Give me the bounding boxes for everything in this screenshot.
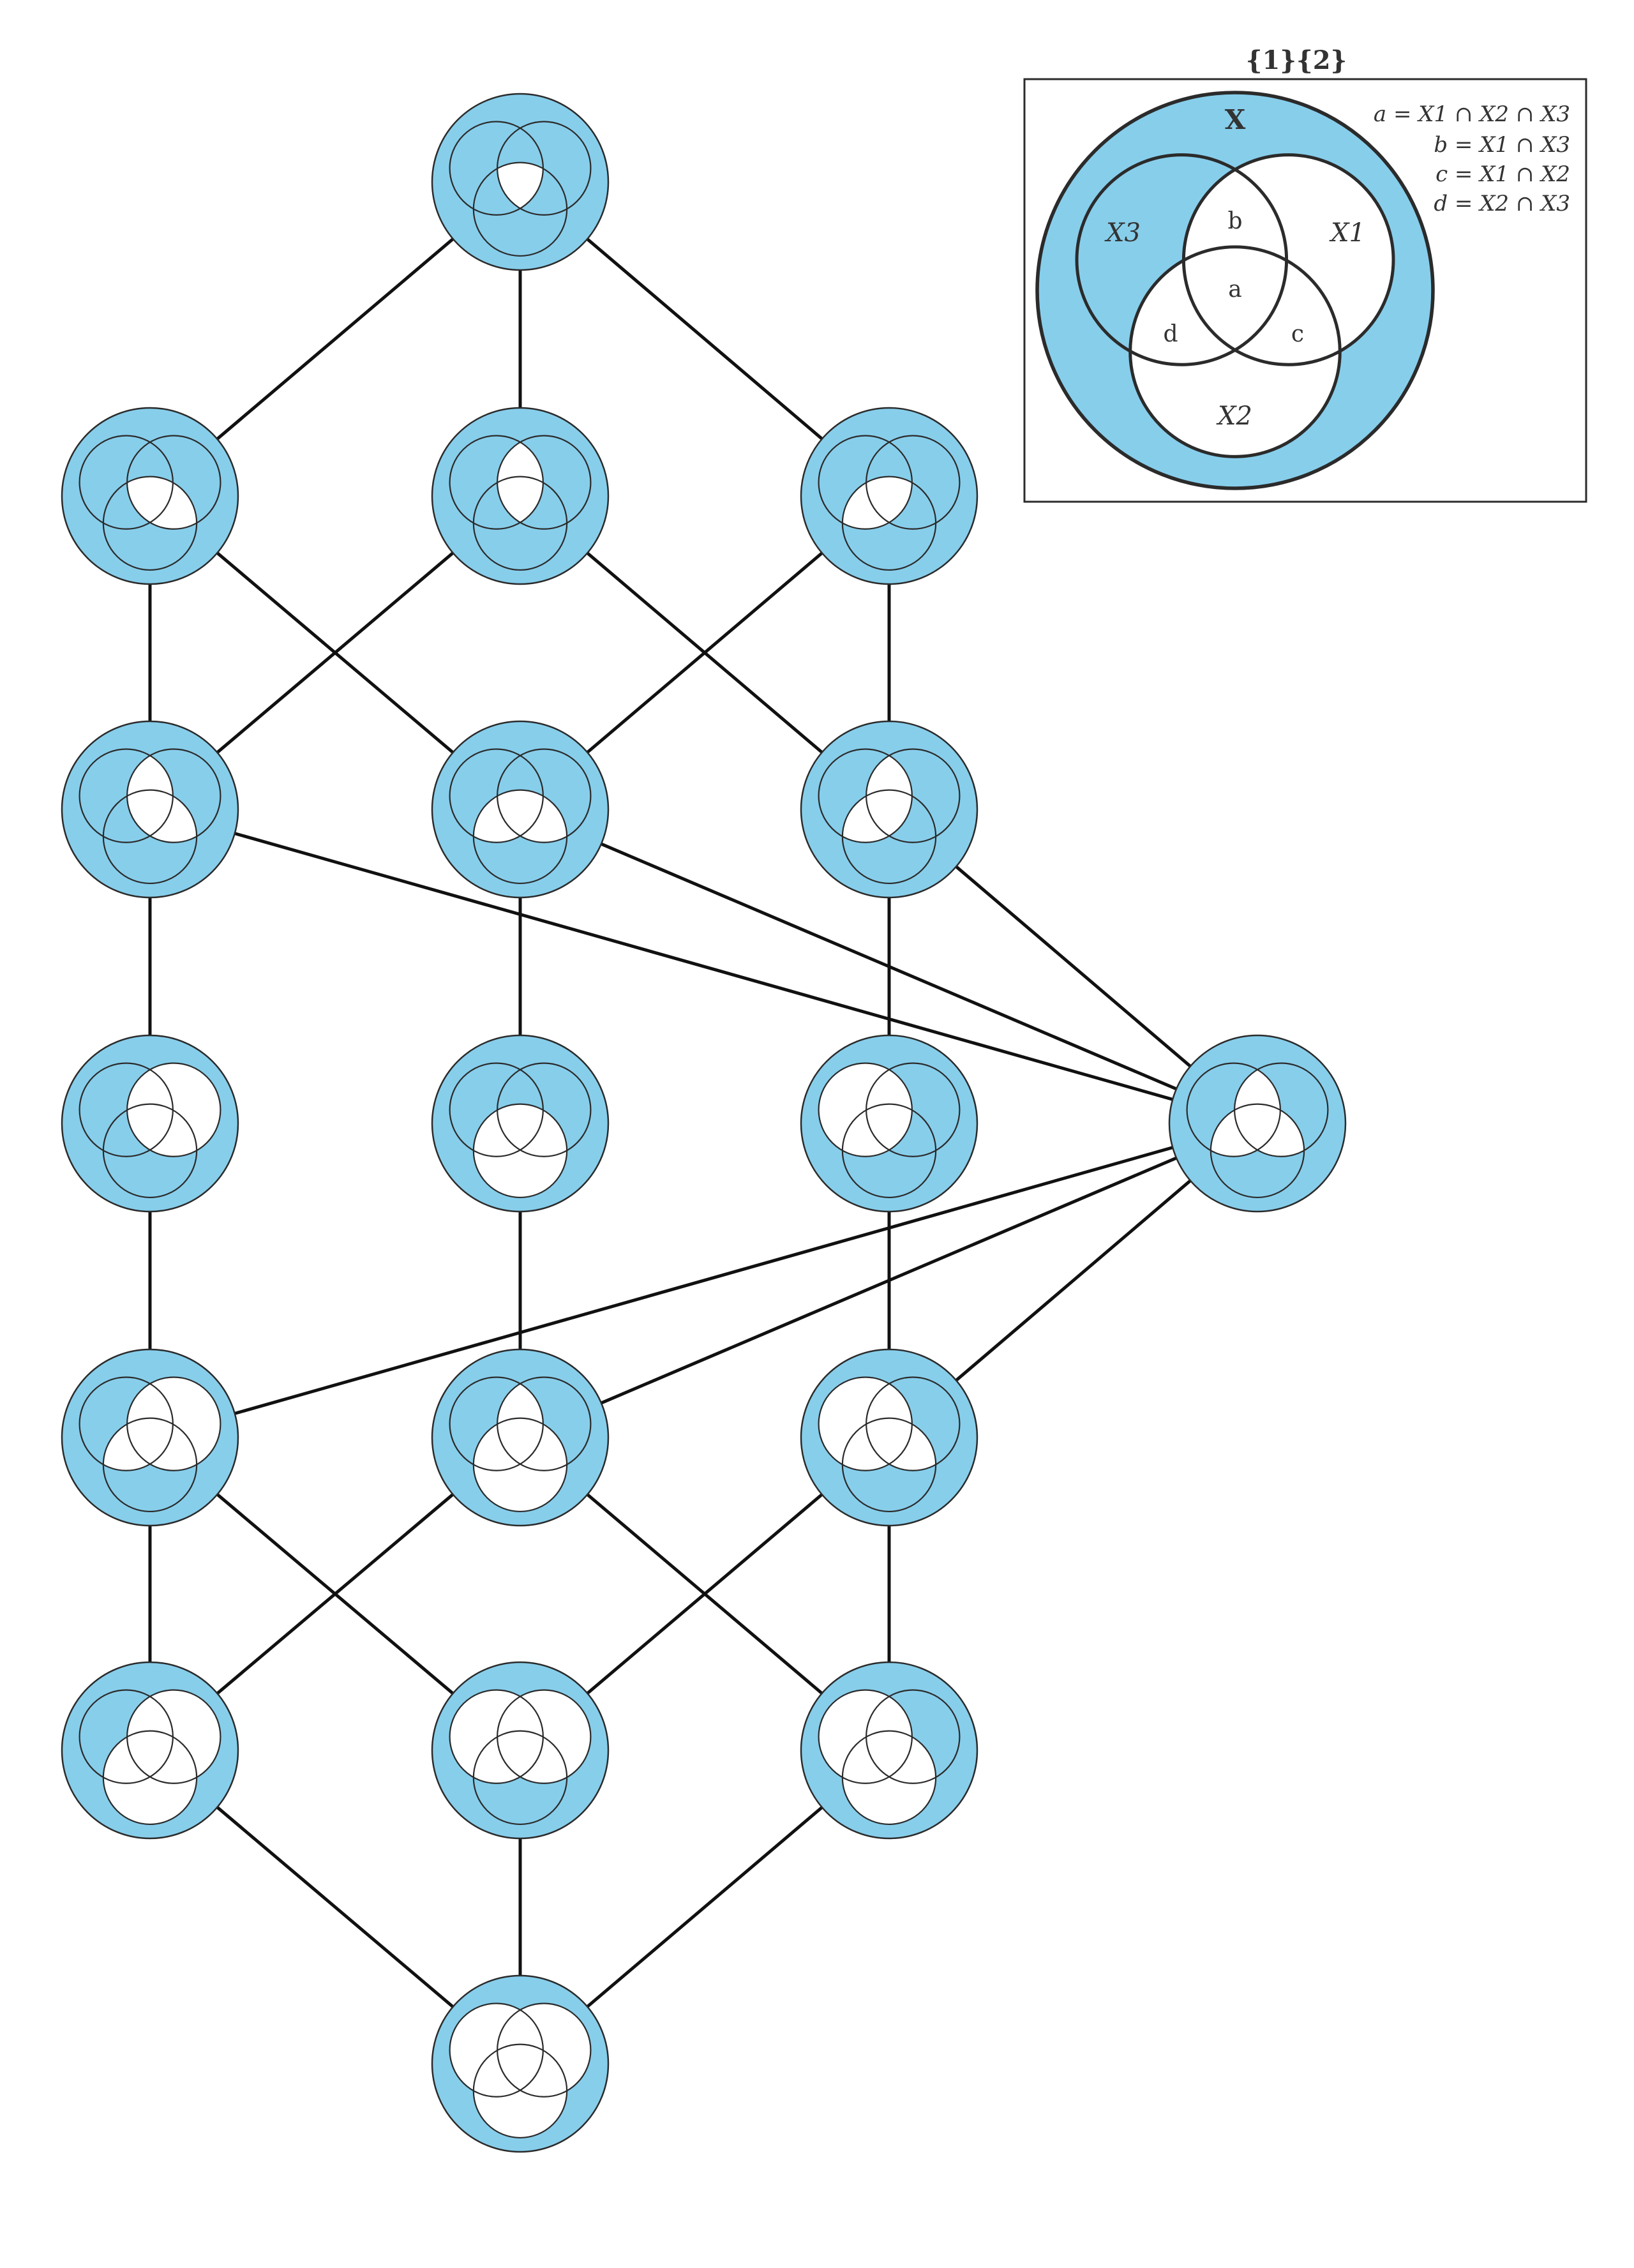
venn-node-n14 xyxy=(61,1661,239,1840)
lattice-nodes xyxy=(61,93,1347,2153)
venn-node-n8 xyxy=(431,1034,610,1213)
legend-definition-a: a = X1 ∩ X2 ∩ X3 xyxy=(1374,101,1570,127)
legend-panel: {1}{2} X X3 X1 X2 a b c d a = X1 ∩ X2 ∩ … xyxy=(1023,45,1587,503)
venn-node-n13 xyxy=(800,1348,978,1527)
edge-n5-n10 xyxy=(520,807,1258,1125)
venn-node-n17 xyxy=(431,1974,610,2153)
venn-node-n9 xyxy=(800,1034,978,1213)
legend-definition-b: b = X1 ∩ X3 xyxy=(1434,132,1570,158)
edge-n10-n12 xyxy=(520,1122,1258,1439)
venn-node-n12 xyxy=(431,1348,610,1527)
legend-region-c: c xyxy=(1291,321,1304,347)
legend-region-b: b xyxy=(1227,208,1242,234)
lattice-edges xyxy=(148,181,1259,2065)
venn-node-n3 xyxy=(800,407,978,585)
edge-n10-n11 xyxy=(149,1122,1258,1439)
legend-universe-label: X xyxy=(1225,104,1246,135)
legend-region-a: a xyxy=(1228,276,1241,303)
legend-venn xyxy=(1035,91,1435,490)
venn-node-n16 xyxy=(800,1661,978,1840)
legend-label-x3: X3 xyxy=(1104,218,1141,248)
venn-node-n1 xyxy=(61,407,239,585)
venn-node-n6 xyxy=(800,720,978,899)
venn-node-n11 xyxy=(61,1348,239,1527)
venn-node-n5 xyxy=(431,720,610,899)
legend-label-x2: X2 xyxy=(1216,402,1252,431)
legend-title: {1}{2} xyxy=(1246,45,1347,75)
venn-node-n10 xyxy=(1168,1034,1347,1213)
legend-label-x1: X1 xyxy=(1329,218,1365,248)
legend-definition-d: d = X2 ∩ X3 xyxy=(1434,191,1570,216)
venn-node-n0 xyxy=(431,93,610,271)
venn-node-n7 xyxy=(61,1034,239,1213)
legend-definition-c: c = X1 ∩ X2 xyxy=(1435,161,1570,187)
legend-frame xyxy=(1023,78,1587,503)
legend-region-d: d xyxy=(1163,321,1178,347)
edge-n4-n10 xyxy=(149,807,1258,1125)
venn-node-n15 xyxy=(431,1661,610,1840)
venn-node-n4 xyxy=(61,720,239,899)
venn-node-n2 xyxy=(431,407,610,585)
